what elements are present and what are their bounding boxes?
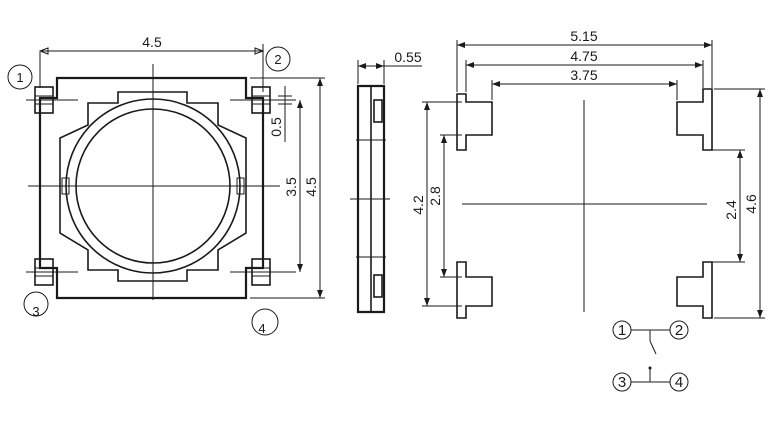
thickness-label: 0.55 (394, 49, 421, 65)
switch-body-outline (38, 76, 265, 300)
height-outer-left-label: 4.2 (410, 195, 426, 215)
schematic-pin-1-label: 1 (618, 322, 626, 339)
pin-width-label: 0.5 (268, 117, 284, 137)
schematic-pin-3-label: 3 (618, 374, 626, 391)
pin-4-marker (251, 308, 279, 336)
height-outer-right-label: 4.6 (743, 194, 759, 214)
pad-top-left (456, 93, 493, 151)
schematic-pin-2-label: 2 (675, 322, 683, 339)
height-inner-right-label: 2.4 (723, 200, 739, 220)
pad-bottom-left (456, 261, 493, 319)
pad-top-right (676, 88, 713, 151)
side-view: 0.55 (350, 49, 422, 314)
pin-1-marker (7, 64, 33, 90)
switch-contact (649, 340, 657, 355)
mid-span-label: 4.75 (570, 48, 597, 64)
pin-2-marker (265, 46, 291, 72)
pin-2-label: 2 (274, 52, 281, 67)
terminal-4 (230, 258, 296, 286)
terminal-3 (26, 258, 78, 286)
pin-4-label: 4 (258, 321, 265, 336)
schematic-pin-4-label: 4 (675, 374, 683, 391)
inner-span-label: 3.75 (570, 67, 597, 83)
footprint-view: 5.15 4.75 3.75 4.2 2.8 2.4 4.6 (410, 28, 765, 319)
terminal-1 (26, 86, 78, 114)
width-label: 4.5 (142, 34, 162, 50)
top-view: 1 2 3 4 4.5 4.5 3.5 0.5 (7, 34, 325, 336)
pad-bottom-right (676, 261, 713, 319)
pin-3-marker (23, 291, 49, 317)
inner-frame (59, 91, 247, 282)
pitch-label: 3.5 (283, 177, 299, 197)
height-inner-left-label: 2.8 (427, 186, 443, 206)
height-label: 4.5 (303, 177, 319, 197)
outer-span-label: 5.15 (570, 28, 597, 44)
pin-3-label: 3 (32, 304, 39, 319)
pin-1-label: 1 (16, 70, 23, 85)
circuit-schematic: 1 2 3 4 (612, 320, 689, 392)
